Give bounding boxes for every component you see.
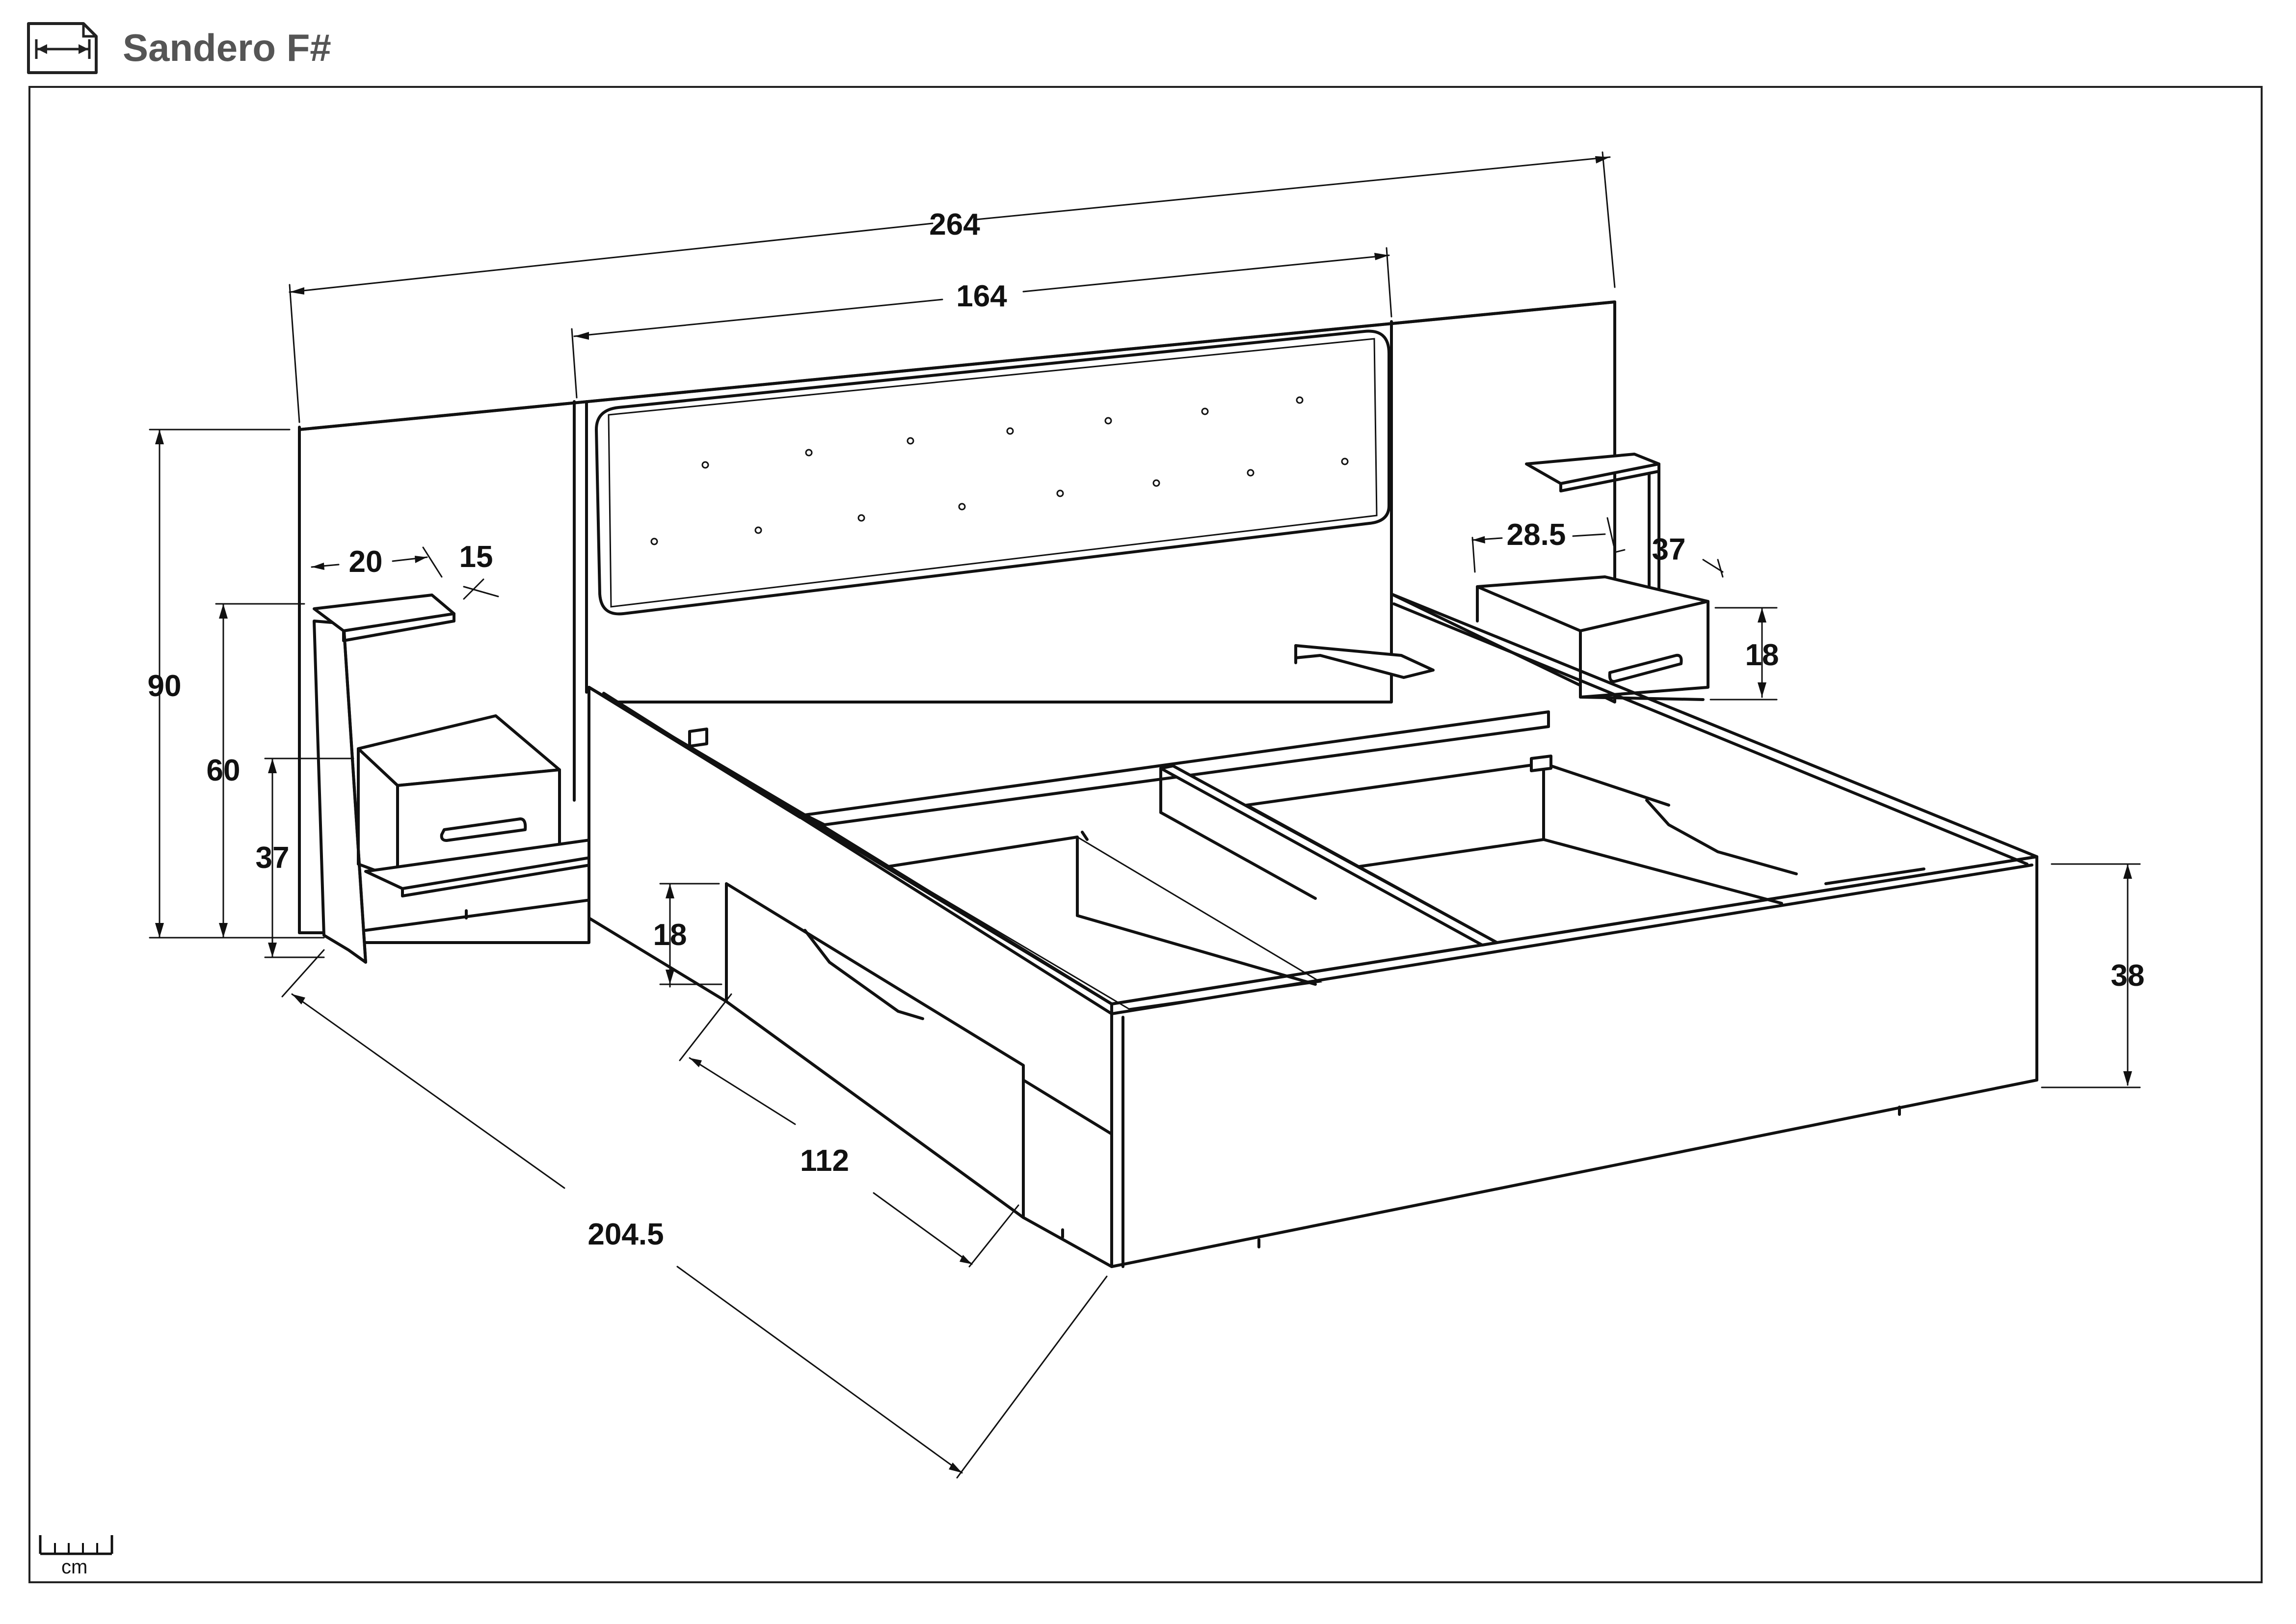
dimension-total-width: 264 — [929, 208, 980, 242]
cushion-buttons — [650, 396, 1349, 545]
dimension-shelf-thickness: 15 — [459, 540, 493, 574]
bed-frame — [465, 593, 2038, 1268]
dimension-headboard-height: 90 — [148, 669, 182, 703]
dimension-right-nightstand-width: 37 — [1652, 533, 1686, 567]
ruler-icon — [39, 1535, 113, 1555]
right-nightstand — [1476, 453, 1709, 701]
dimension-drawer-length: 112 — [800, 1144, 849, 1178]
dimension-shelf-depth: 20 — [349, 545, 383, 579]
dimension-nightstand-height: 37 — [256, 841, 290, 875]
width-arrows-icon — [27, 22, 98, 74]
dimension-headboard-width: 164 — [956, 279, 1007, 313]
dimension-lines — [149, 151, 2141, 1479]
dimension-right-nightstand-depth: 28.5 — [1507, 518, 1566, 552]
drawing-frame — [28, 86, 2263, 1583]
dimension-bed-height: 38 — [2111, 959, 2145, 993]
dimension-bed-length: 204.5 — [587, 1218, 664, 1251]
dimension-drawer-height: 18 — [653, 918, 687, 952]
scale-unit-label: cm — [61, 1556, 88, 1578]
dimension-right-drawer-height: 18 — [1745, 638, 1779, 672]
storage-compartments — [688, 644, 1925, 1010]
dimension-shelf-height: 60 — [207, 754, 240, 787]
page-title: Sandero F# — [123, 26, 331, 69]
